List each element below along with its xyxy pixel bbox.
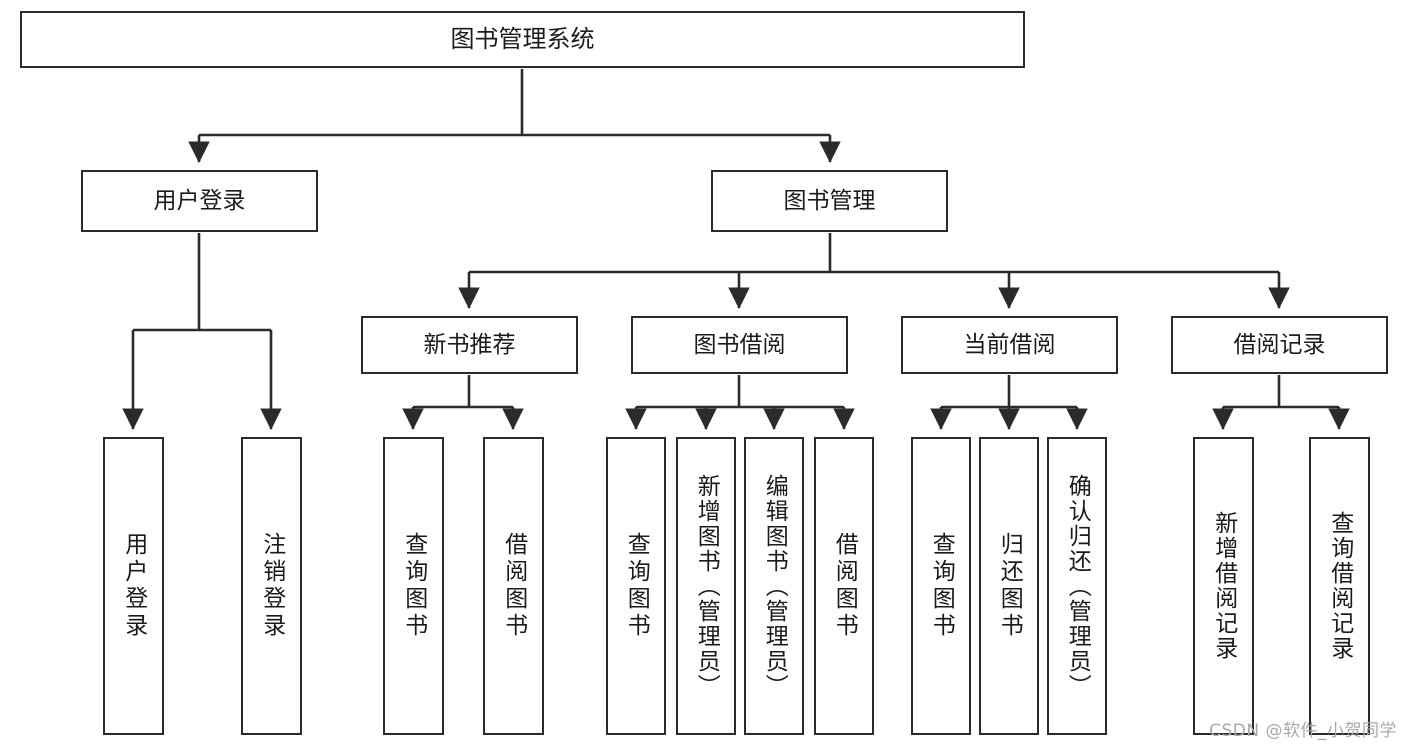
node-leaf-return-book-label: 归还图书 <box>996 532 1023 640</box>
node-leaf-confirm-return-label: 确认归还（管理员） <box>1064 473 1091 699</box>
node-leaf-user-logout-label: 注销登录 <box>258 532 285 640</box>
node-leaf-borrow-book-1-label: 借阅图书 <box>500 532 527 640</box>
node-leaf-query-book-3-label: 查询图书 <box>928 532 955 640</box>
node-leaf-user-login[interactable]: 用户登录 <box>103 437 164 735</box>
node-book-borrow-label: 图书借阅 <box>693 331 786 358</box>
node-leaf-query-book-1[interactable]: 查询图书 <box>383 437 444 735</box>
node-new-book-recommend-label: 新书推荐 <box>423 331 516 358</box>
node-root-system-label: 图书管理系统 <box>450 24 595 53</box>
node-leaf-edit-book-label: 编辑图书（管理员） <box>761 473 788 699</box>
node-leaf-add-record[interactable]: 新增借阅记录 <box>1193 437 1254 735</box>
node-borrow-record[interactable]: 借阅记录 <box>1171 316 1388 374</box>
node-leaf-query-book-2[interactable]: 查询图书 <box>606 437 666 735</box>
node-current-borrow-label: 当前借阅 <box>963 331 1056 358</box>
node-current-borrow[interactable]: 当前借阅 <box>901 316 1118 374</box>
node-leaf-user-logout[interactable]: 注销登录 <box>241 437 302 735</box>
node-leaf-query-record[interactable]: 查询借阅记录 <box>1309 437 1370 735</box>
node-leaf-add-book-label: 新增图书（管理员） <box>693 473 720 699</box>
node-leaf-add-book[interactable]: 新增图书（管理员） <box>676 437 736 735</box>
node-leaf-borrow-book-2[interactable]: 借阅图书 <box>814 437 874 735</box>
node-leaf-edit-book[interactable]: 编辑图书（管理员） <box>744 437 804 735</box>
node-root-system[interactable]: 图书管理系统 <box>20 11 1025 68</box>
node-leaf-return-book[interactable]: 归还图书 <box>979 437 1039 735</box>
node-leaf-add-record-label: 新增借阅记录 <box>1210 511 1237 661</box>
node-leaf-query-record-label: 查询借阅记录 <box>1326 511 1353 661</box>
node-book-manage-label: 图书管理 <box>783 187 876 214</box>
node-book-manage[interactable]: 图书管理 <box>711 170 948 232</box>
node-borrow-record-label: 借阅记录 <box>1233 331 1326 358</box>
node-leaf-query-book-3[interactable]: 查询图书 <box>911 437 971 735</box>
node-leaf-user-login-label: 用户登录 <box>120 532 147 640</box>
node-leaf-confirm-return[interactable]: 确认归还（管理员） <box>1047 437 1107 735</box>
node-leaf-borrow-book-1[interactable]: 借阅图书 <box>483 437 544 735</box>
node-leaf-query-book-2-label: 查询图书 <box>623 532 650 640</box>
node-book-borrow[interactable]: 图书借阅 <box>631 316 848 374</box>
node-leaf-borrow-book-2-label: 借阅图书 <box>831 532 858 640</box>
node-user-login-label: 用户登录 <box>153 187 246 214</box>
node-user-login[interactable]: 用户登录 <box>81 170 318 232</box>
node-new-book-recommend[interactable]: 新书推荐 <box>361 316 578 374</box>
node-leaf-query-book-1-label: 查询图书 <box>400 532 427 640</box>
